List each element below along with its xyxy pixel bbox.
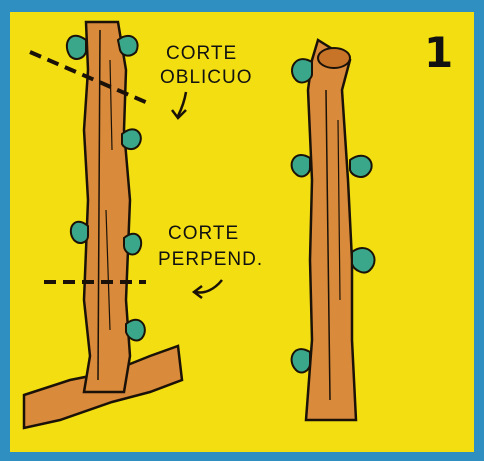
oblique-cut-line (29, 50, 151, 106)
bud-icon (290, 348, 311, 374)
bud-icon (125, 318, 146, 342)
label-oblique-line-2: OBLICUO (160, 67, 253, 88)
bud-icon (351, 247, 376, 274)
bud-icon (291, 58, 313, 84)
right-stem-icon (304, 38, 358, 422)
arrow-icon (195, 279, 223, 294)
bud-icon (116, 34, 139, 57)
bud-icon (290, 154, 311, 178)
bud-icon (349, 154, 373, 178)
label-perpendicular-line-2: PERPEND. (158, 249, 264, 270)
bud-icon (69, 220, 89, 244)
arrow-icon (176, 91, 188, 117)
label-perpendicular-line-1: CORTE (168, 223, 240, 244)
panel-number: 1 (424, 28, 454, 77)
bud-icon (121, 128, 142, 151)
bud-icon (123, 232, 143, 256)
label-oblique-line-1: CORTE (166, 43, 238, 64)
bud-icon (65, 34, 87, 60)
left-stem-icon (82, 20, 132, 394)
